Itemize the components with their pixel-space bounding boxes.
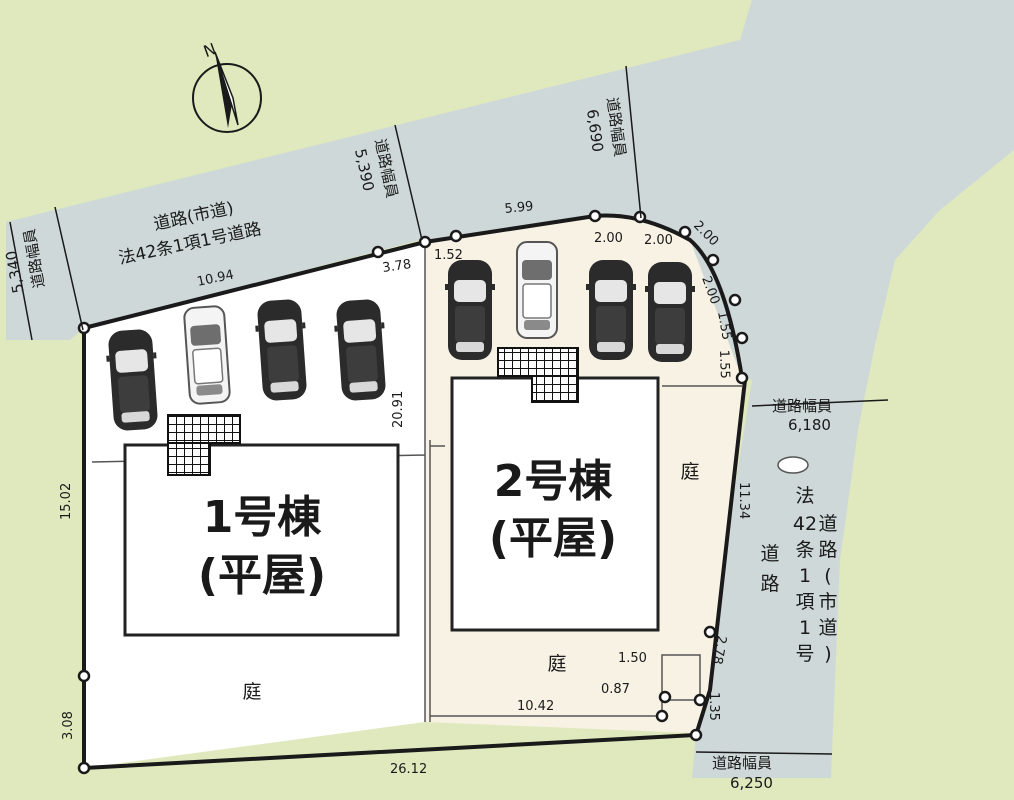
svg-text:1.52: 1.52 [434, 248, 463, 263]
entrance-grid-1b [167, 442, 211, 476]
svg-text:法: 法 [795, 485, 814, 507]
road-top [6, 0, 1014, 778]
svg-text:(: ( [824, 565, 831, 587]
north-label: N [201, 39, 219, 61]
svg-text:3.08: 3.08 [61, 711, 76, 740]
svg-text:3.78: 3.78 [381, 257, 412, 276]
svg-text:1.35: 1.35 [706, 692, 721, 721]
svg-text:11.34: 11.34 [736, 482, 751, 519]
svg-text:道: 道 [760, 543, 779, 565]
road-right-name: 法 42 条 1 項 1 号 道 路 ( 市 道 ) 道 路 [760, 485, 837, 665]
svg-text:1: 1 [799, 565, 811, 587]
svg-text:42: 42 [793, 513, 817, 535]
svg-text:条: 条 [795, 539, 814, 561]
svg-text:5.99: 5.99 [504, 199, 534, 217]
svg-text:6,690: 6,690 [583, 108, 607, 153]
entrance-grid-2b [531, 375, 579, 403]
north-arrow-icon: N [192, 39, 262, 133]
road-right-width: 道路幅員 6,180 [772, 397, 832, 434]
svg-text:2.00: 2.00 [644, 233, 673, 248]
svg-text:号: 号 [795, 643, 814, 665]
svg-text:道: 道 [818, 513, 837, 535]
svg-text:道路幅員: 道路幅員 [772, 397, 832, 415]
svg-text:1.55: 1.55 [714, 310, 734, 341]
svg-text:道: 道 [818, 617, 837, 639]
svg-text:0.87: 0.87 [601, 682, 630, 697]
svg-text:10.42: 10.42 [517, 699, 554, 714]
svg-text:6,180: 6,180 [788, 416, 831, 434]
svg-text:20.91: 20.91 [391, 391, 406, 428]
garden-2-right: 庭 [680, 461, 699, 483]
svg-text:2.00: 2.00 [594, 231, 623, 246]
building-1-name: 1号棟 [203, 492, 323, 543]
svg-text:26.12: 26.12 [390, 762, 427, 777]
svg-text:路: 路 [818, 539, 837, 561]
road-bottom-right-width: 道路幅員 6,250 [712, 754, 773, 792]
svg-text:1.55: 1.55 [716, 350, 732, 379]
svg-text:市: 市 [818, 591, 837, 613]
garden-1: 庭 [242, 681, 261, 703]
manhole-icon [777, 456, 809, 474]
svg-text:6,250: 6,250 [730, 774, 773, 792]
svg-text:道路幅員: 道路幅員 [712, 754, 772, 772]
svg-text:): ) [824, 643, 831, 665]
road-width-arrows [9, 65, 889, 755]
building-2-type: (平屋) [489, 513, 617, 564]
building-1 [123, 443, 400, 637]
building-2-name: 2号棟 [494, 456, 614, 507]
entrance-grid-1a [167, 414, 241, 444]
building-1-type: (平屋) [198, 550, 326, 601]
svg-text:項: 項 [795, 591, 814, 613]
svg-text:1.50: 1.50 [618, 651, 647, 666]
svg-text:路: 路 [760, 573, 779, 595]
entrance-grid-2a [497, 347, 579, 377]
svg-text:2.78: 2.78 [709, 634, 729, 665]
boundary-points [77, 209, 749, 775]
svg-text:15.02: 15.02 [59, 483, 74, 520]
svg-text:1: 1 [799, 617, 811, 639]
garden-2-bottom: 庭 [547, 653, 566, 675]
